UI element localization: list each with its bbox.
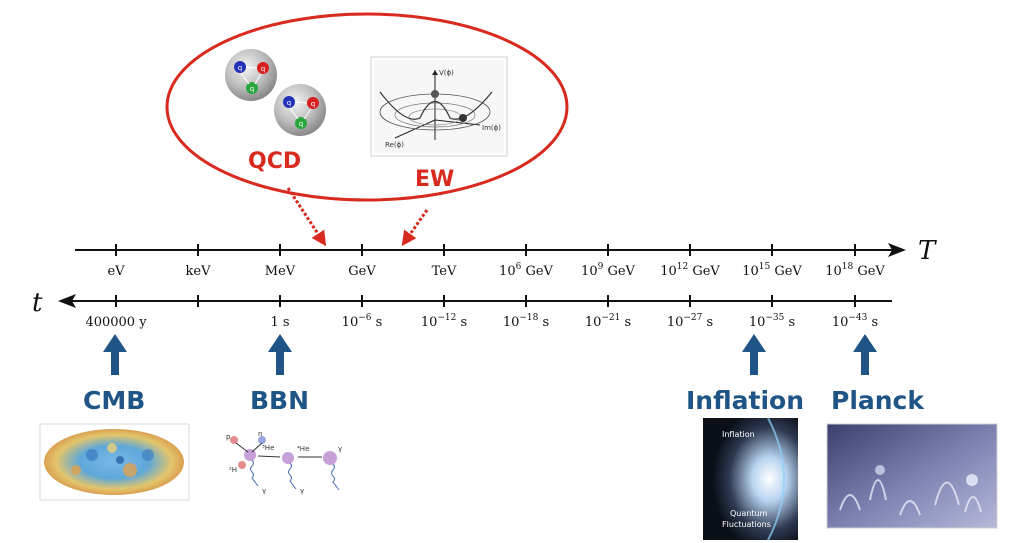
inflation-caption: Inflation — [722, 430, 755, 439]
time-tick-label: 10−6 s — [342, 313, 383, 330]
cmb-map-image — [39, 423, 190, 501]
quark-letter: q — [238, 64, 242, 72]
time-axis: t 400000 y 1 s 10−6 s 10−12 s 10−18 s 10−21 s… — [32, 288, 892, 330]
temperature-tick-label: 1012 GeV — [660, 262, 720, 279]
time-tick-label: 10−43 s — [832, 313, 878, 330]
potential-z-label: Im(ϕ) — [482, 124, 501, 132]
potential-y-label: V(ϕ) — [439, 69, 454, 77]
planck-label: Planck — [831, 386, 925, 415]
bbn-reactions-image: p n ²H ³He ⁴He γ γ γ — [226, 430, 342, 495]
time-tick-label: 10−18 s — [503, 313, 549, 330]
bbn-arrow — [268, 334, 292, 375]
bbn-particle-label: p — [226, 433, 231, 441]
qcd-label: QCD — [248, 149, 301, 174]
time-tick-label: 10−35 s — [749, 313, 795, 330]
time-axis-label: t — [32, 288, 43, 318]
quark-letter: q — [299, 120, 303, 128]
quark-letter: q — [311, 100, 315, 108]
fluctuations-caption-2: Fluctuations — [722, 520, 771, 529]
higgs-potential-figure: V(ϕ) Im(ϕ) Re(ϕ) — [370, 56, 508, 157]
ew-arrow — [401, 209, 429, 247]
bbn-particle-label: n — [258, 430, 262, 438]
temperature-tick-label: 106 GeV — [499, 262, 553, 279]
cmb-label: CMB — [83, 386, 145, 415]
time-tick-label: 10−27 s — [667, 313, 713, 330]
bbn-particle-label: γ — [262, 487, 266, 495]
planck-arrow — [853, 334, 877, 375]
proton-icon: q q q — [274, 84, 326, 136]
time-tick-label: 10−21 s — [585, 313, 631, 330]
time-tick-label: 10−12 s — [421, 313, 467, 330]
temperature-tick-label: MeV — [265, 264, 296, 279]
inflation-arrow — [742, 334, 766, 375]
temperature-axis-label: T — [918, 236, 937, 266]
potential-x-label: Re(ϕ) — [385, 141, 404, 149]
theory-ellipse — [165, 12, 569, 202]
theory-group: q q q q q q V(ϕ) Im(ϕ) Re(ϕ) — [165, 12, 569, 247]
temperature-tick-label: 109 GeV — [581, 262, 635, 279]
quark-letter: q — [287, 99, 291, 107]
qcd-arrow — [286, 187, 327, 247]
fluctuations-caption-1: Quantum — [730, 509, 768, 518]
temperature-tick-label: TeV — [432, 264, 457, 279]
temperature-tick-label: GeV — [348, 264, 376, 279]
epoch-arrows — [103, 334, 877, 375]
temperature-axis: T eV keV MeV GeV TeV 106 GeV 109 GeV 1012 GeV 10… — [75, 236, 937, 279]
time-tick-label: 1 s — [270, 315, 289, 330]
planck-foam-image — [826, 423, 998, 529]
time-tick-label: 400000 y — [85, 315, 147, 330]
ew-label: EW — [415, 167, 454, 192]
cmb-arrow — [103, 334, 127, 375]
temperature-tick-label: 1015 GeV — [742, 262, 802, 279]
bbn-particle-label: γ — [300, 487, 304, 495]
temperature-tick-label: keV — [186, 264, 212, 279]
quark-letter: q — [261, 65, 265, 73]
quark-letter: q — [250, 85, 254, 93]
bbn-particle-label: ³He — [262, 444, 274, 452]
inflation-image: Inflation Quantum Fluctuations — [703, 417, 798, 541]
proton-icon: q q q — [225, 49, 277, 101]
bbn-particle-label: ⁴He — [297, 445, 309, 453]
temperature-tick-label: 1018 GeV — [825, 262, 885, 279]
temperature-tick-label: eV — [107, 264, 125, 279]
bbn-particle-label: γ — [338, 445, 342, 453]
bbn-particle-label: ²H — [229, 466, 237, 474]
inflation-label: Inflation — [686, 386, 804, 415]
bbn-label: BBN — [250, 386, 309, 415]
